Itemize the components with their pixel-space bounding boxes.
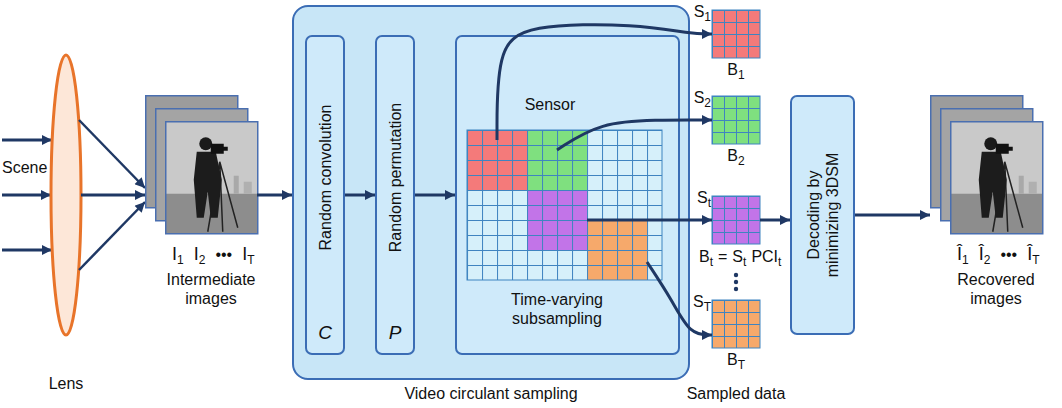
flow-arrow <box>415 194 455 197</box>
image-stack-picture <box>146 96 258 234</box>
grid-symbol: St <box>692 188 711 209</box>
focus-ray <box>79 120 145 188</box>
node-label: Intermediate images <box>155 270 267 308</box>
math-symbol: PCIt <box>751 246 781 268</box>
grid-symbol: S2 <box>692 88 711 109</box>
grid-symbol: B2 <box>712 146 760 167</box>
flow-arrow <box>587 219 712 222</box>
sensor-box: SensorTime-varying subsampling <box>455 35 680 355</box>
grid-symbol: ST <box>692 292 711 313</box>
scene-ray <box>2 139 52 142</box>
node-label: Recovered images <box>940 270 1052 308</box>
math-symbol: St <box>732 246 746 268</box>
sampled-grid: St <box>712 196 760 244</box>
input-label: Scene <box>2 158 50 177</box>
flow-arrow <box>257 194 292 197</box>
sampling-module: Video circulant samplingRandom convoluti… <box>292 5 690 380</box>
scene-arrows <box>2 140 52 250</box>
module-caption: Video circulant sampling <box>294 384 688 403</box>
focus-ray <box>79 202 145 270</box>
flow-arrow <box>81 194 145 197</box>
grid-symbol: B1 <box>712 60 760 81</box>
node-label: Lens <box>36 374 96 393</box>
decoder-box: Decoding by minimizing 3DSM <box>790 95 855 335</box>
sampled-grid: S2B2 <box>712 96 760 144</box>
sampled-grid: STBT <box>712 300 760 348</box>
focus-rays <box>79 120 145 270</box>
flow-arrow <box>855 214 930 217</box>
sampled-grids <box>712 10 760 348</box>
vertical-dots <box>734 273 738 291</box>
permutation-box: Random permutationP <box>375 35 415 355</box>
operator-symbol: P <box>377 323 413 342</box>
math-operator: = <box>718 246 727 268</box>
image-stack: Recovered images <box>930 95 1042 233</box>
image-stack: Intermediate images <box>145 95 257 233</box>
process-label: Time-varying subsampling <box>487 290 627 328</box>
lens-shape <box>51 55 81 335</box>
scene-ray <box>2 194 51 197</box>
math-symbol: Bt <box>699 246 713 268</box>
label-row: I1 I2 ••• IT <box>172 243 255 266</box>
flow-arrow <box>557 120 712 150</box>
math-symbol: I1 <box>172 243 184 266</box>
grid-symbol: S1 <box>692 2 711 23</box>
group-caption: Sampled data <box>676 384 796 403</box>
process-label: Random convolution <box>316 37 335 317</box>
label-row: Î1 Î2 ••• ÎT <box>957 243 1040 266</box>
math-symbol: ÎT <box>1027 243 1039 266</box>
math-symbol: Î2 <box>979 243 991 266</box>
process-label: Random permutation <box>386 37 405 317</box>
process-label: Sensor <box>510 95 590 114</box>
label-row: Bt=StPCIt <box>699 246 781 268</box>
flow-arrow <box>497 25 712 140</box>
ellipsis: ••• <box>215 244 232 266</box>
lens: Lens <box>51 55 81 335</box>
math-symbol: I2 <box>194 243 206 266</box>
sensor-grid <box>467 130 662 280</box>
flow-arrow <box>345 194 375 197</box>
process-label: Decoding by minimizing 3DSM <box>804 140 842 290</box>
image-stack-picture <box>931 96 1043 234</box>
flow-arrow <box>760 219 790 222</box>
math-symbol: Î1 <box>957 243 969 266</box>
scene-ray <box>2 249 52 252</box>
sampled-grid: S1B1 <box>712 10 760 58</box>
flow-arrow <box>647 262 712 335</box>
operator-symbol: C <box>307 323 343 342</box>
math-symbol: IT <box>242 243 254 266</box>
ellipsis: ••• <box>1000 244 1017 266</box>
grid-symbol: BT <box>712 350 760 371</box>
convolution-box: Random convolutionC <box>305 35 345 355</box>
